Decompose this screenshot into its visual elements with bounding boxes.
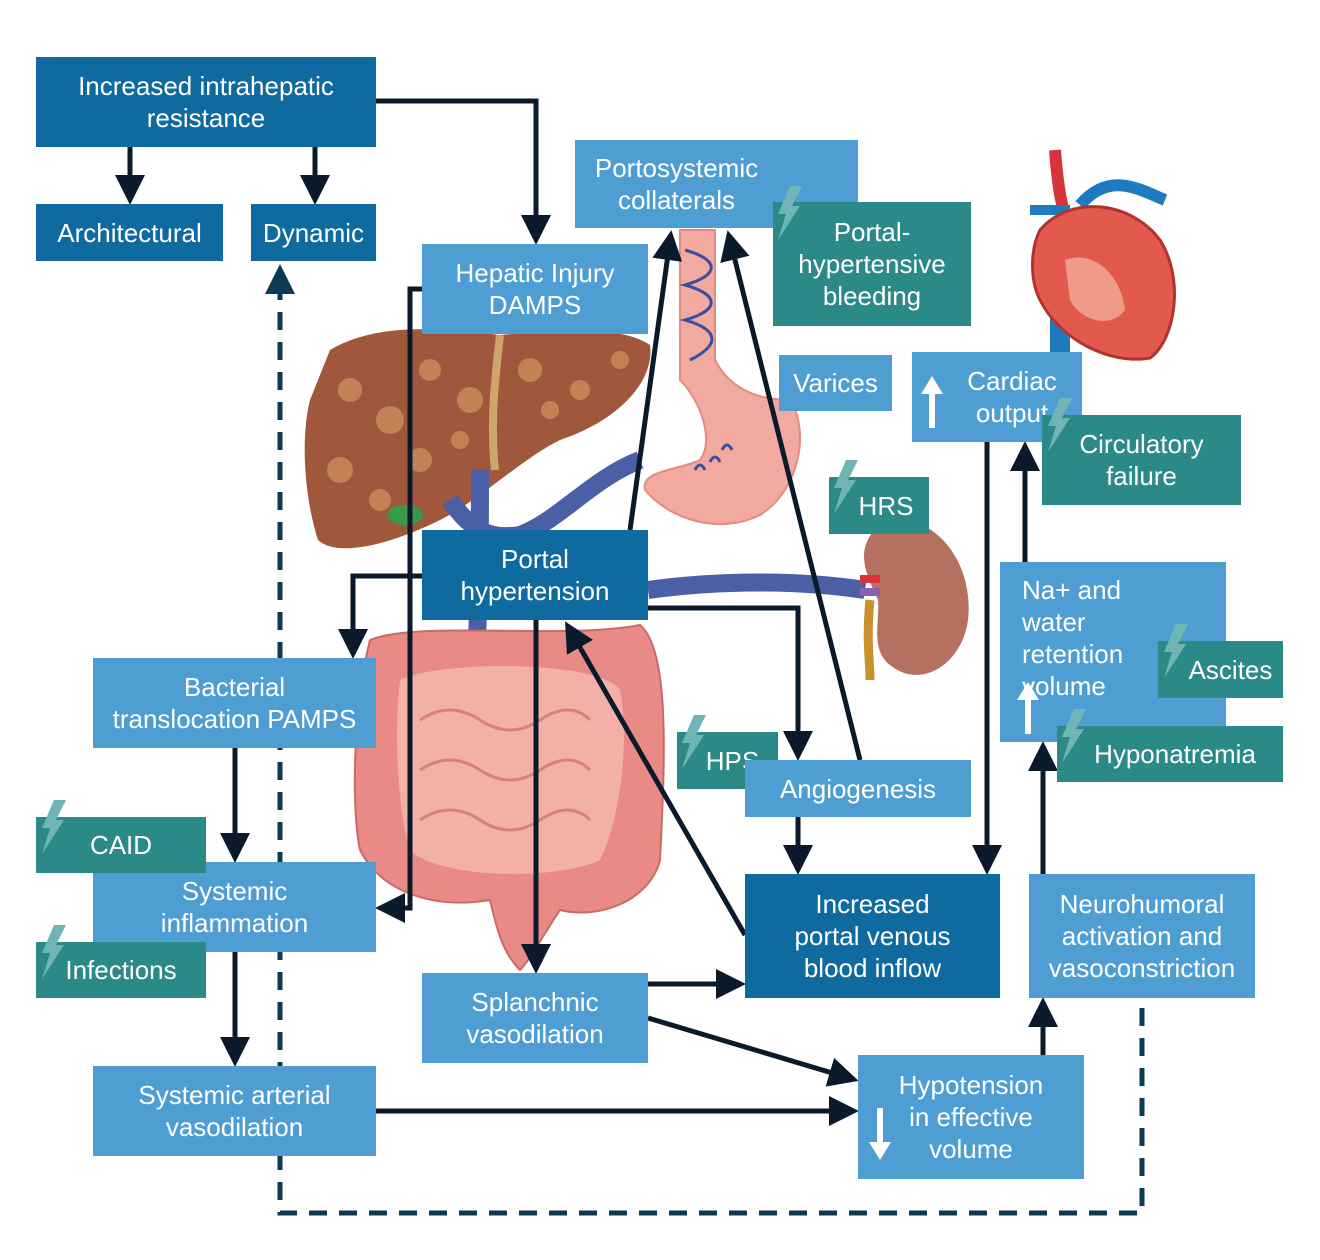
increase-arrow-icon — [921, 376, 943, 428]
arrow-portal-to-collaterals — [627, 230, 683, 531]
decrease-arrow-icon — [869, 1108, 891, 1160]
lightning-icon — [834, 460, 858, 514]
arrow-inflow-to-portal — [565, 621, 748, 937]
arrow-portal-to-angiogenesis — [648, 605, 813, 761]
systemic-arterial-vasodilation-box: Systemic arterial vasodilation — [93, 1066, 376, 1156]
infections-box: Infections — [36, 942, 206, 998]
arrow-hepatic-to-inflammation — [375, 286, 422, 923]
systemic-inflammation-box: Systemic inflammation — [93, 862, 376, 952]
arrow-to-hepatic-injury — [376, 98, 551, 245]
portal-hypertension-box: Portal hypertension — [422, 530, 648, 620]
angiogenesis-box: Angiogenesis — [745, 760, 971, 817]
lightning-icon — [42, 925, 66, 979]
lightning-icon — [778, 186, 802, 240]
arrow-angiogenesis-to-collaterals — [720, 230, 863, 761]
splanchnic-vasodilation-box: Splanchnic vasodilation — [422, 973, 648, 1063]
hepatic-injury-box: Hepatic Injury DAMPS — [422, 244, 648, 334]
heart-illustration — [1030, 149, 1176, 361]
hyponatremia-box: Hyponatremia — [1057, 726, 1283, 782]
intestine-illustration — [353, 623, 665, 972]
lightning-icon — [682, 715, 706, 769]
neurohumoral-activation-box: Neurohumoral activation and vasoconstric… — [1029, 874, 1255, 998]
increase-arrow-icon — [1017, 682, 1039, 734]
kidney-illustration — [860, 520, 969, 681]
arrow-splanchnic-to-hypotension — [647, 1015, 859, 1087]
esophagus-stomach-illustration — [643, 229, 801, 526]
portal-hypertensive-bleeding-box: Portal- hypertensive bleeding — [773, 202, 971, 326]
circulatory-failure-box: Circulatory failure — [1042, 415, 1241, 505]
varices-box: Varices — [779, 355, 892, 411]
bacterial-translocation-box: Bacterial translocation PAMPS — [93, 658, 376, 748]
increased-portal-inflow-box: Increased portal venous blood inflow — [745, 874, 1000, 998]
dynamic-box: Dynamic — [251, 204, 376, 261]
architectural-box: Architectural — [36, 204, 223, 261]
caid-box: CAID — [36, 817, 206, 873]
lightning-icon — [1062, 709, 1086, 763]
lightning-icon — [1048, 398, 1072, 452]
arrow-portal-to-bacterial — [338, 573, 422, 659]
liver-illustration — [304, 329, 651, 549]
lightning-icon — [42, 800, 66, 854]
intrahepatic-resistance-box: Increased intrahepatic resistance — [36, 57, 376, 147]
hypotension-box: Hypotension in effective volume — [858, 1055, 1084, 1179]
lightning-icon — [1164, 624, 1188, 678]
